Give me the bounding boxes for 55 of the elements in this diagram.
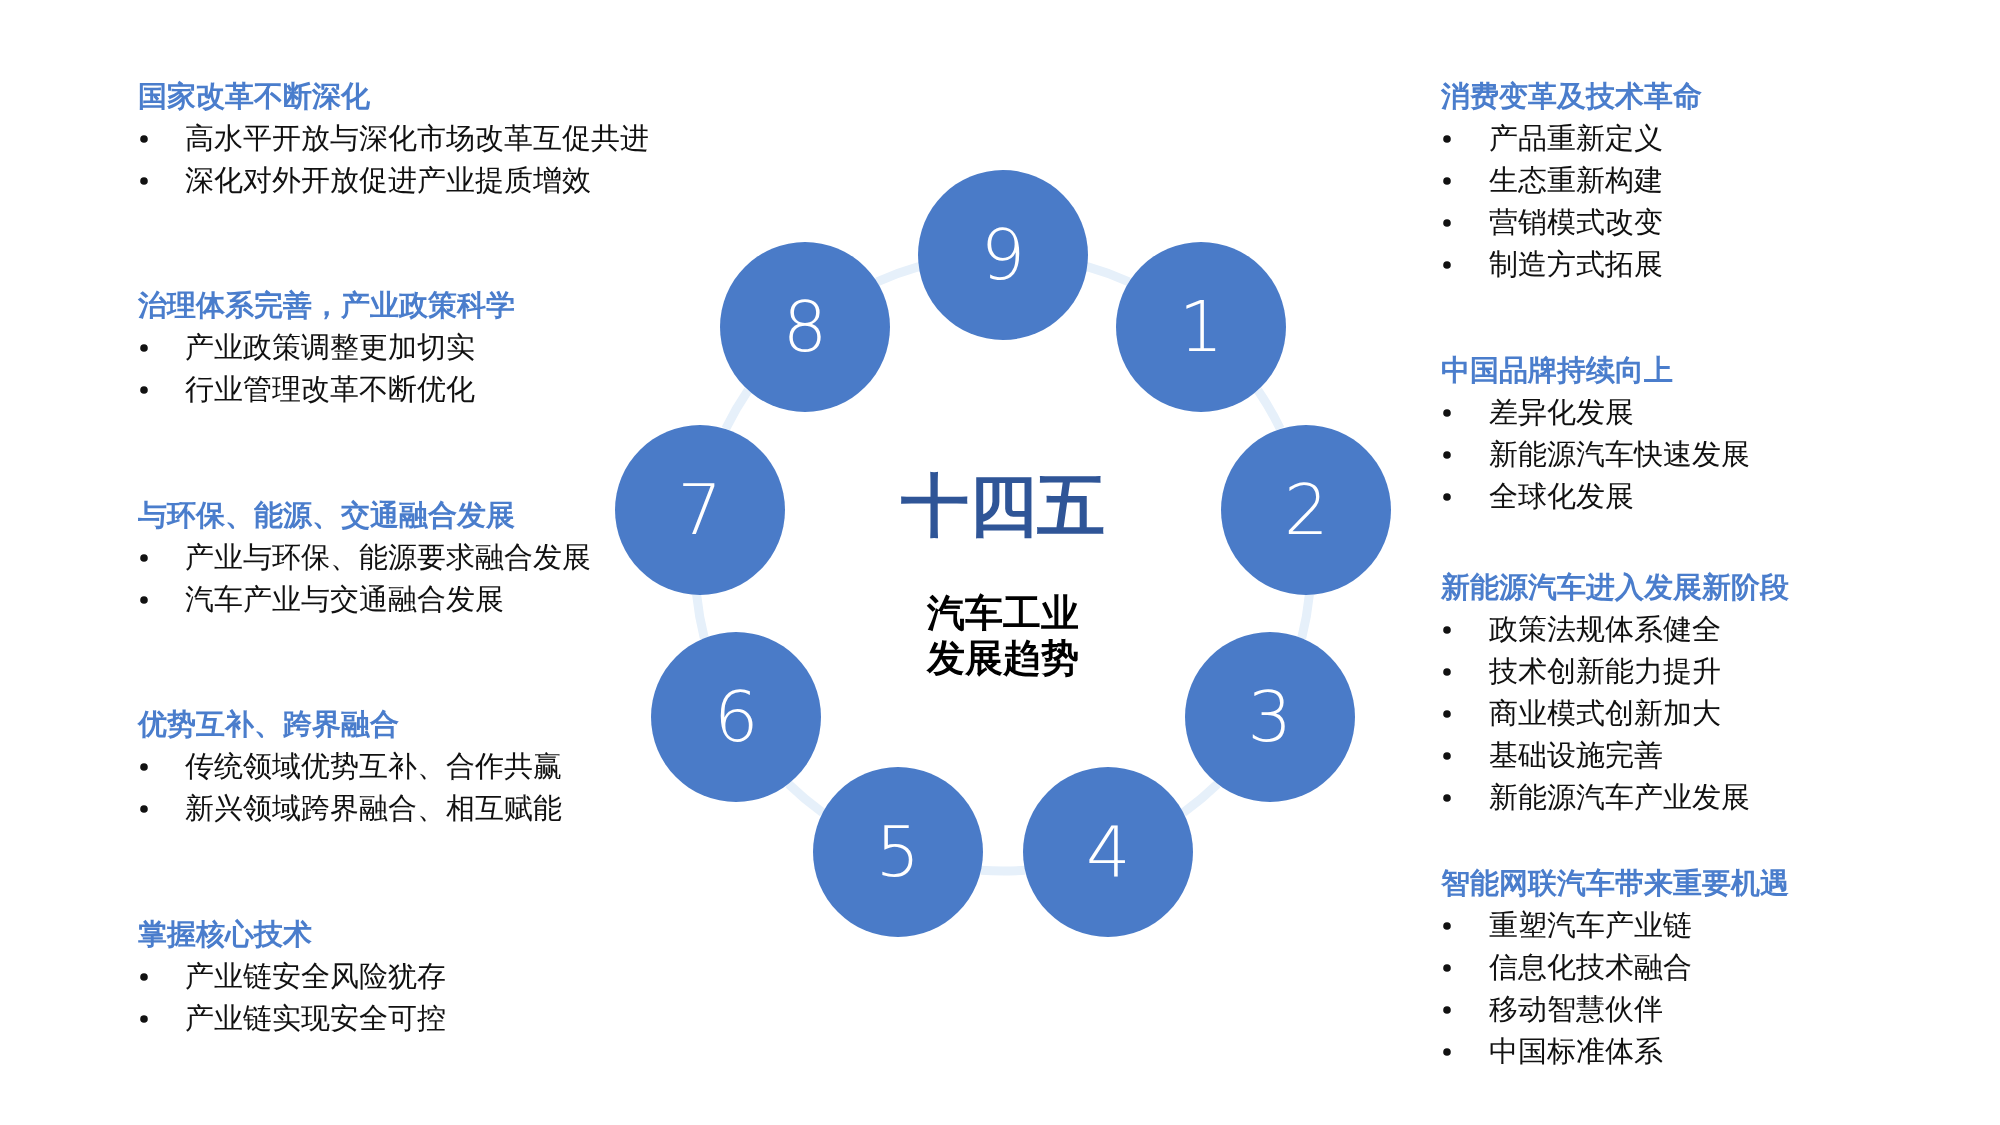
number-circle: 9 [918,170,1088,340]
bullet-item: 产业政策调整更加切实 [185,330,475,365]
section-heading: 新能源汽车进入发展新阶段 [1441,570,1789,605]
bullet-item: 制造方式拓展 [1489,247,1663,282]
bullet-item: 重塑汽车产业链 [1489,908,1692,943]
bullet-item: 信息化技术融合 [1489,950,1692,985]
bullet-item: 移动智慧伙伴 [1489,992,1663,1027]
section-heading: 优势互补、跨界融合 [138,707,399,742]
bullet-item: 新能源汽车产业发展 [1489,780,1750,815]
ring-arc [1085,262,1131,287]
bullet-item: 产业链安全风险犹存 [185,959,446,994]
number-circle: 4 [1023,767,1194,938]
section-heading: 中国品牌持续向上 [1441,353,1673,388]
ring-arc [721,387,752,431]
section-heading: 治理体系完善，产业政策科学 [138,288,515,323]
number-circle: 1 [1115,242,1286,413]
bullet-item: 传统领域优势互补、合作共赢 [185,749,562,784]
center-subtitle: 汽车工业发展趋势 [925,591,1080,681]
number-circle: 6 [651,632,822,802]
bullet-item: 高水平开放与深化市场改革互促共进 [185,121,649,156]
section-heading: 智能网联汽车带来重要机遇 [1441,866,1789,901]
ring-arc [785,780,826,817]
number-circle: 7 [614,424,785,595]
bullet-item: 基础设施完善 [1489,738,1663,773]
bullet-item: 行业管理改革不断优化 [185,372,475,407]
bullet-item: 商业模式创新加大 [1489,696,1721,731]
bullet-item: 差异化发展 [1489,395,1634,430]
bullet-item: 产业链实现安全可控 [185,1001,446,1036]
ring-arc [875,262,921,287]
number-circle: 5 [812,767,983,938]
bullet-item: 产业与环保、能源要求融合发展 [185,540,591,575]
section-heading: 掌握核心技术 [138,917,312,952]
bullet-item: 生态重新构建 [1489,163,1663,198]
bullet-item: 营销模式改变 [1489,205,1663,240]
ring-arc [980,865,1026,876]
section-heading: 国家改革不断深化 [138,79,370,114]
section-heading: 与环保、能源、交通融合发展 [138,498,515,533]
bullet-item: 深化对外开放促进产业提质增效 [185,163,591,198]
bullet-item: 产品重新定义 [1489,121,1663,156]
number-circle: 2 [1221,424,1392,595]
number-circle: 3 [1184,632,1355,802]
ring-arc [1254,387,1285,431]
bullet-item: 新兴领域跨界融合、相互赋能 [185,791,562,826]
section-heading: 消费变革及技术革命 [1441,79,1702,114]
bullet-item: 全球化发展 [1489,479,1634,514]
number-circle: 8 [720,242,890,413]
ring-arc [1297,593,1314,640]
bullet-item: 政策法规体系健全 [1489,612,1721,647]
ring-arc [692,593,709,640]
bullet-item: 新能源汽车快速发展 [1489,437,1750,472]
center-title: 十四五 [900,466,1106,545]
bullet-item: 中国标准体系 [1489,1034,1663,1069]
bullet-item: 汽车产业与交通融合发展 [185,582,504,617]
ring-arc [1180,780,1221,817]
bullet-item: 技术创新能力提升 [1489,654,1721,689]
